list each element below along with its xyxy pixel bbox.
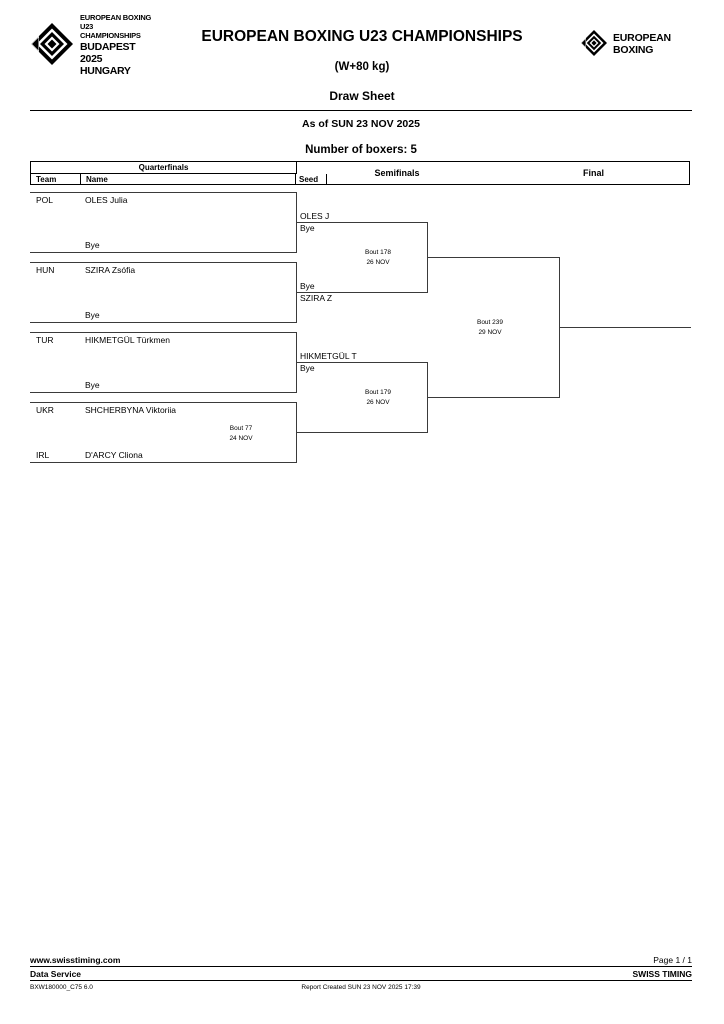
- sf2-bottom-line: [296, 432, 428, 433]
- qf3-top-team: TUR: [36, 335, 54, 345]
- qf3-top-line: [30, 332, 297, 333]
- event-logo-line1: EUROPEAN BOXING: [80, 13, 152, 23]
- sf2-top-line: [296, 362, 428, 363]
- qf1-top-team: POL: [36, 195, 54, 205]
- qf4-bottom-team: IRL: [36, 450, 50, 460]
- header-divider: [30, 110, 692, 111]
- qf4-bottom-name: D'ARCY Cliona: [85, 450, 143, 460]
- footer-website[interactable]: www.swisstiming.com: [30, 955, 121, 965]
- sf2-bout-date: 26 NOV: [366, 398, 390, 406]
- footer-report-code: BXW180000_C75 6.0: [30, 984, 93, 991]
- document-type: Draw Sheet: [329, 89, 395, 103]
- column-header-semifinals: Semifinals: [374, 168, 420, 178]
- footer-divider-bottom: [30, 980, 692, 981]
- federation-logo: EUROPEAN BOXING: [580, 29, 692, 62]
- number-of-boxers: Number of boxers: 5: [305, 144, 417, 156]
- qf3-top-name: HIKMETGÜL Türkmen: [85, 335, 171, 345]
- sf2-bout-number: Bout 179: [364, 389, 392, 396]
- final-top-line: [427, 257, 560, 258]
- final-bottom-line: [427, 397, 560, 398]
- column-header-seed: Seed: [296, 174, 327, 185]
- column-header-final: Final: [582, 168, 604, 178]
- sf1-bottom-line: [296, 292, 428, 293]
- qf3-bottom-name: Bye: [85, 380, 100, 390]
- column-header-quarterfinals: Quarterfinals: [31, 162, 297, 174]
- sf1-top-lower-name: Bye: [300, 223, 315, 233]
- event-logo: EUROPEAN BOXING U23 CHAMPIONSHIPS BUDAPE…: [30, 13, 154, 77]
- qf4-top-team: UKR: [36, 405, 54, 415]
- federation-logo-text: EUROPEAN BOXING: [613, 32, 671, 57]
- page-title: EUROPEAN BOXING U23 CHAMPIONSHIPS: [201, 28, 523, 45]
- footer-divider-top: [30, 966, 692, 967]
- qf4-top-line: [30, 402, 297, 403]
- sf2-top-lower-name: Bye: [300, 363, 315, 373]
- diamond-logo-icon: [30, 22, 74, 71]
- column-header-name: Name: [81, 174, 296, 185]
- qf1-top-line: [30, 192, 297, 193]
- sf1-bottom-upper-name: Bye: [300, 281, 315, 291]
- sf1-bout-info: Bout 178 26 NOV: [333, 248, 423, 267]
- as-of-date: As of SUN 23 NOV 2025: [302, 118, 420, 130]
- qf2-bottom-name: Bye: [85, 310, 100, 320]
- event-logo-line2: U23 CHAMPIONSHIPS: [80, 22, 141, 40]
- sf2-bout-info: Bout 179 26 NOV: [333, 388, 423, 407]
- footer-data-service: Data Service: [30, 969, 82, 979]
- qf1-bottom-name: Bye: [85, 240, 100, 250]
- footer-page-number: Page 1 / 1: [653, 955, 692, 965]
- federation-logo-line2: BOXING: [613, 44, 654, 56]
- qf2-bottom-line: [30, 322, 297, 323]
- qf4-bout-number: Bout 77: [229, 425, 253, 432]
- qf2-top-name: SZIRA Zsófia: [85, 265, 136, 275]
- column-headers: Quarterfinals Team Name Seed Semifinals …: [30, 161, 690, 185]
- final-bout-number: Bout 239: [476, 319, 504, 326]
- final-bout-info: Bout 239 29 NOV: [445, 318, 535, 337]
- qf4-bout-info: Bout 77 24 NOV: [206, 424, 276, 443]
- winner-line: [559, 327, 691, 328]
- final-bout-date: 29 NOV: [478, 328, 502, 336]
- qf2-top-line: [30, 262, 297, 263]
- qf4-bout-date: 24 NOV: [229, 434, 253, 442]
- qf2-top-team: HUN: [36, 265, 55, 275]
- qf4-top-name: SHCHERBYNA Viktoriia: [85, 405, 177, 415]
- qf3-bottom-line: [30, 392, 297, 393]
- column-header-team: Team: [31, 174, 81, 185]
- sf1-bottom-lower-name: SZIRA Z: [300, 293, 333, 303]
- weight-class: (W+80 kg): [334, 61, 390, 73]
- qf4-bottom-line: [30, 462, 297, 463]
- diamond-logo-icon: [580, 29, 608, 62]
- qf1-top-name: OLES Julia: [85, 195, 128, 205]
- footer-company: SWISS TIMING: [632, 969, 693, 979]
- event-logo-line3: BUDAPEST 2025: [80, 40, 136, 66]
- event-logo-text: EUROPEAN BOXING U23 CHAMPIONSHIPS BUDAPE…: [80, 13, 154, 78]
- sf1-bout-number: Bout 178: [364, 249, 392, 256]
- sf1-top-line: [296, 222, 428, 223]
- sf2-top-upper-name: HIKMETGÜL T: [300, 351, 357, 361]
- sf1-bout-date: 26 NOV: [366, 258, 390, 266]
- qf1-bottom-line: [30, 252, 297, 253]
- federation-logo-line1: EUROPEAN: [613, 32, 671, 45]
- sf1-top-upper-name: OLES J: [300, 211, 330, 221]
- footer-report-created: Report Created SUN 23 NOV 2025 17:39: [301, 984, 421, 991]
- event-logo-line4: HUNGARY: [80, 65, 131, 78]
